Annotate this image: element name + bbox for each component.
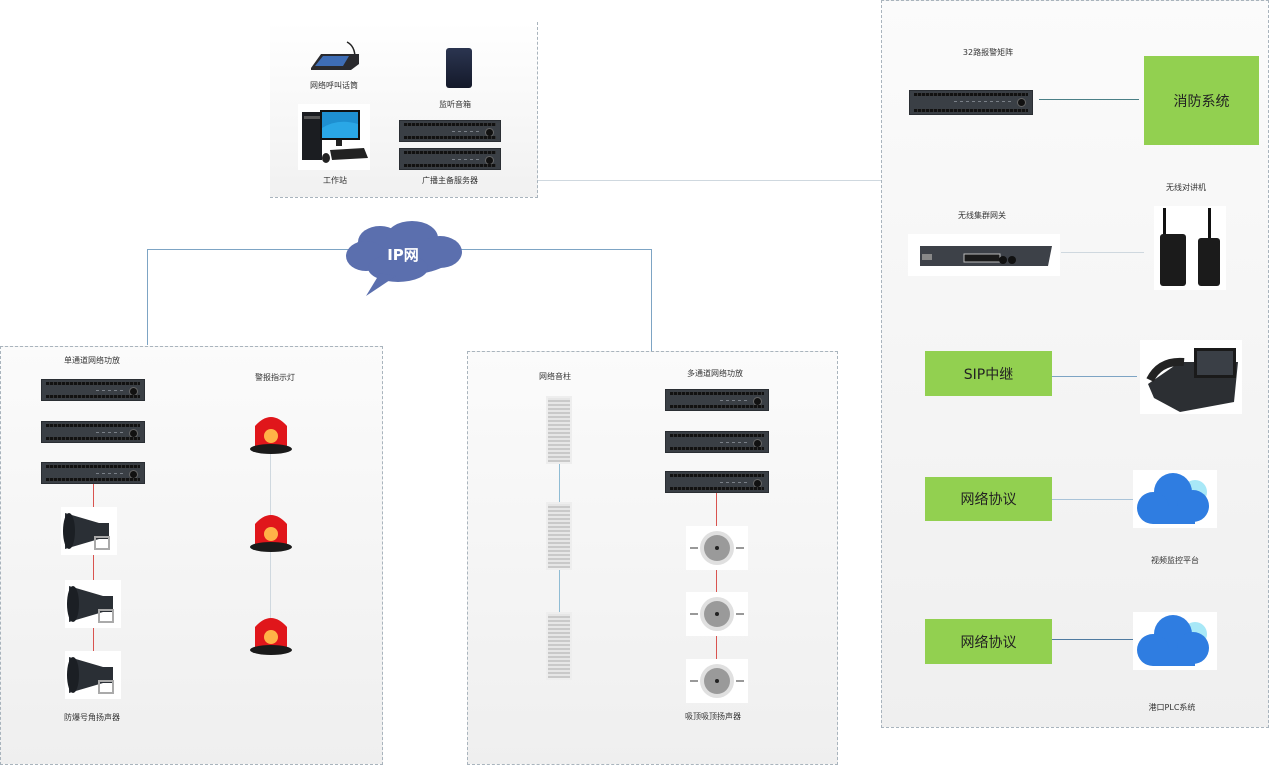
network-column-speaker-label: 网络音柱 [539,372,571,381]
horn-speaker-3 [65,651,121,699]
network-protocol-label-1: 网络协议 [960,492,1017,508]
sip-trunk-box: SIP中继 [925,351,1052,396]
ceiling-speaker-3 [686,659,748,703]
gateway-to-radio-link [1061,252,1144,253]
ceiling-speaker-icon [690,597,744,631]
sip-trunk-label: SIP中继 [963,366,1014,383]
two-way-radio-label: 无线对讲机 [1166,183,1206,192]
ceiling-speaker-icon [690,531,744,565]
video-platform-cloud [1133,470,1217,528]
plc-system-cloud [1133,612,1217,670]
ip-phone-device [1140,340,1242,414]
alarm-light-2 [249,508,293,554]
column-speaker-3 [546,612,572,680]
monitor-speaker-label: 监听音箱 [439,100,471,109]
desktop-computer-icon [298,104,370,170]
broadcast-servers-label: 广播主备服务器 [422,176,478,185]
alarm-light-label: 警报指示灯 [255,373,295,382]
alarm-light-icon [250,417,292,454]
ip-network-label: IP网 [387,246,419,264]
plc-system-label: 港口PLC系统 [1148,703,1196,712]
horn-speaker-wire [93,484,94,654]
horn-speaker-2 [65,580,121,628]
ceiling-speaker-2 [686,592,748,636]
broadcast-server-primary-icon [399,120,501,142]
fire-system-box: 消防系统 [1144,56,1259,145]
fire-system-label: 消防系统 [1173,93,1230,110]
network-protocol-box-1: 网络协议 [925,477,1052,521]
alarm-matrix-to-fire-link [1039,99,1139,100]
video-platform-label: 视频监控平台 [1151,556,1199,565]
protocol-to-plc-link [1052,639,1134,640]
alarm-light-3 [249,611,293,657]
cloud-icon [1137,615,1209,666]
horn-speaker-1 [61,507,117,555]
network-gateway-icon [920,246,1052,266]
paging-microphone-icon [305,38,361,74]
broadcast-server-backup-icon [399,148,501,170]
single-channel-amp-2 [41,421,145,443]
ceiling-speaker-label: 吸顶吸顶扬声器 [685,712,741,721]
single-channel-amp-label: 单通道网络功放 [64,356,120,365]
ip-network-cloud: IP网 [340,218,466,298]
cloud-icon [346,221,462,296]
network-protocol-label-2: 网络协议 [960,634,1017,651]
single-channel-amp-1 [41,379,145,401]
column-speaker-2 [546,502,572,570]
monitor-speaker-icon [446,48,472,88]
multi-channel-amp-label: 多通道网络功放 [687,369,743,378]
network-link-left-horizontal [147,249,352,250]
single-channel-amp-3 [41,462,145,484]
alarm-light-1 [249,410,293,456]
workstation-label: 工作站 [323,176,347,185]
sip-to-phone-link [1052,376,1137,377]
middle-zone-panel [467,351,838,765]
ceiling-speaker-1 [686,526,748,570]
control-to-right-zone-link [538,180,883,181]
ceiling-speaker-wire [716,493,717,668]
ip-phone-icon [1146,348,1238,412]
multi-channel-amp-2 [665,431,769,453]
wireless-gateway-label: 无线集群网关 [958,211,1006,220]
network-link-right-vertical [651,249,652,351]
network-link-left-vertical [147,249,148,345]
two-way-radio-icon [1160,208,1220,286]
left-zone-panel [0,346,383,765]
wireless-gateway-device [908,234,1060,276]
ceiling-speaker-icon [690,664,744,698]
paging-microphone-label: 网络呼叫话筒 [310,81,358,90]
protocol-to-video-link [1052,499,1134,500]
alarm-light-icon [250,618,292,655]
cloud-icon [1137,473,1209,524]
alarm-matrix-label: 32路报警矩阵 [962,48,1014,57]
multi-channel-amp-3 [665,471,769,493]
horn-speaker-icon [67,657,114,694]
alarm-matrix-device [909,90,1033,115]
network-link-right-horizontal [455,249,652,250]
two-way-radio-device [1154,206,1226,290]
horn-speaker-icon [67,586,114,623]
alarm-light-icon [250,515,292,552]
column-speaker-1 [546,396,572,464]
multi-channel-amp-1 [665,389,769,411]
network-protocol-box-2: 网络协议 [925,619,1052,664]
horn-speaker-icon [63,513,110,550]
horn-speaker-label: 防爆号角扬声器 [64,713,120,722]
